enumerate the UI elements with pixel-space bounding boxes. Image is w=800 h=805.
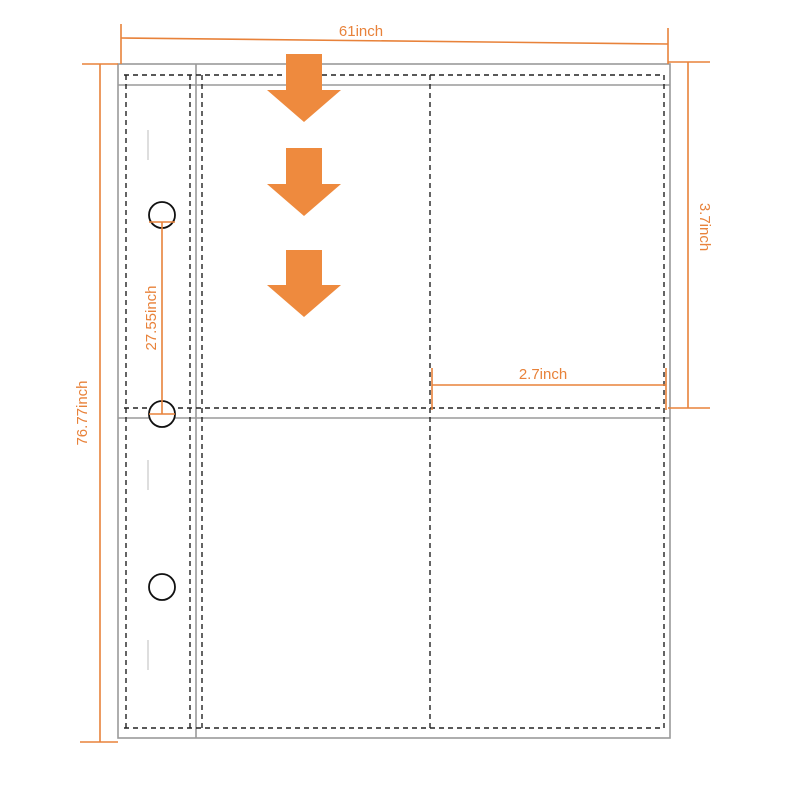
pocket-height-label: 3.7inch bbox=[696, 203, 713, 251]
binder-hole bbox=[148, 573, 176, 601]
dimension-pocket-height bbox=[668, 61, 710, 409]
total-height-label: 76.77inch bbox=[74, 380, 91, 445]
sheet-outline bbox=[117, 63, 671, 739]
dimension-hole-spacing bbox=[149, 221, 175, 415]
dimension-total-height bbox=[80, 63, 118, 743]
insert-arrow-icon bbox=[267, 148, 341, 216]
pocket-width-label: 2.7inch bbox=[519, 366, 567, 383]
insert-arrow-icon bbox=[267, 250, 341, 317]
width-dim-line bbox=[120, 37, 669, 45]
sheet bbox=[117, 63, 671, 739]
insert-arrows bbox=[267, 54, 341, 317]
hole-spacing-label: 27.55inch bbox=[143, 285, 160, 350]
dashed-seams bbox=[124, 74, 665, 729]
dimension-pocket-width bbox=[431, 368, 667, 410]
total-width-label: 61inch bbox=[339, 23, 383, 40]
dimension-total-width bbox=[120, 24, 669, 64]
insert-arrow-icon bbox=[267, 54, 341, 122]
